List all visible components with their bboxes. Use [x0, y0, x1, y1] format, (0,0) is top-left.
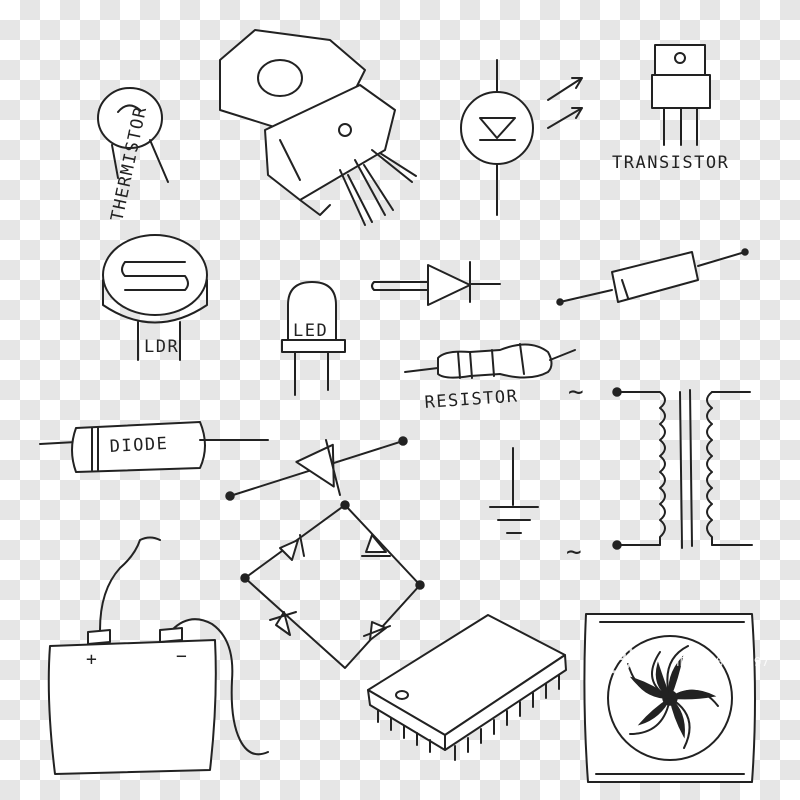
ic-chip-drawing	[367, 614, 567, 761]
ldr-drawing	[102, 234, 208, 361]
transformer-symbol: ~ ~	[566, 377, 753, 567]
battery-minus-label: −	[176, 646, 188, 667]
diode-drawing	[39, 421, 269, 473]
battery-plus-label: +	[86, 649, 98, 670]
watermark: VCG ID:1168962597	[592, 638, 769, 674]
battery-drawing	[47, 536, 269, 775]
transistor-label: TRANSISTOR	[612, 153, 729, 173]
photodiode-symbol	[460, 59, 583, 216]
watermark-logo: VCG	[592, 646, 627, 664]
fan-drawing	[583, 613, 756, 783]
bridge-rectifier-symbol	[240, 500, 425, 669]
ac-symbol-bottom: ~	[566, 537, 583, 567]
led-label: LED	[293, 321, 328, 341]
diode-label: DIODE	[109, 434, 169, 457]
cylindrical-component	[556, 248, 749, 306]
transistor-drawing	[651, 44, 711, 146]
watermark-id: ID:1168962597	[676, 655, 769, 669]
regulator-drawing	[219, 29, 417, 226]
thermistor-drawing	[97, 87, 169, 183]
led-drawing	[281, 281, 346, 396]
ac-symbol-top: ~	[568, 377, 585, 407]
ground-symbol	[489, 447, 539, 534]
diode-symbol	[225, 436, 408, 501]
resistor-drawing	[404, 343, 576, 379]
small-diode-drawing	[371, 261, 501, 306]
ldr-label: LDR	[144, 337, 179, 357]
resistor-label: RESISTOR	[424, 386, 519, 413]
